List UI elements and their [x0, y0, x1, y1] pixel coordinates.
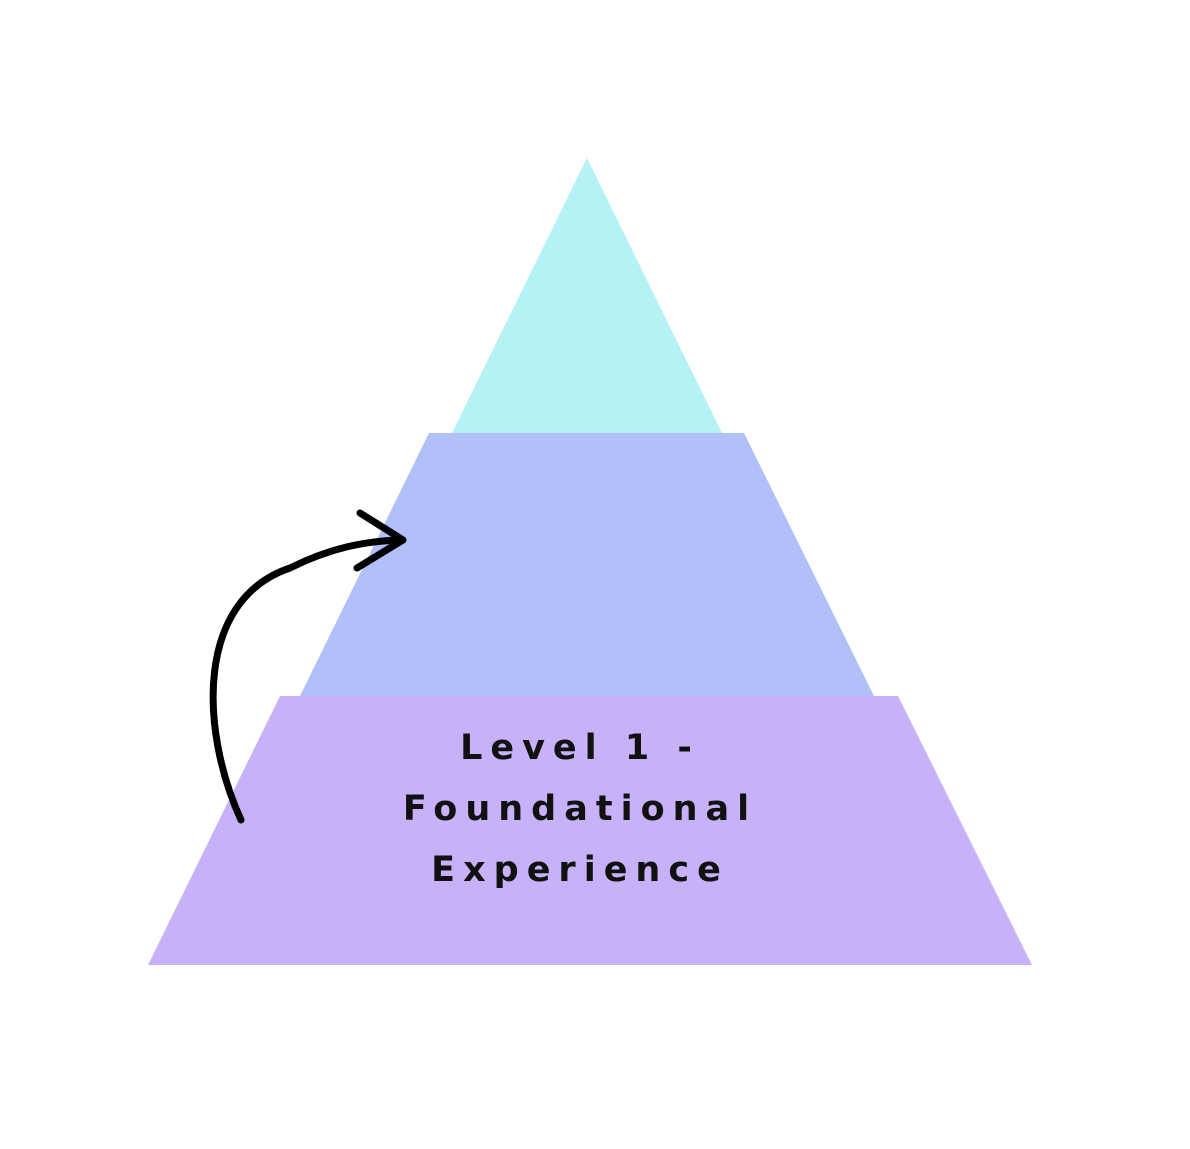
bottom-tier-label: Level 1 - Foundational Experience [330, 718, 830, 901]
label-line-1: Level 1 - [460, 728, 700, 768]
label-line-2: Foundational [402, 789, 758, 829]
curved-arrow-icon [209, 536, 404, 824]
label-line-3: Experience [431, 850, 729, 890]
pyramid-top-tier [452, 158, 722, 433]
pyramid-bottom-tier [148, 696, 1032, 965]
arrow-head-icon [353, 509, 407, 572]
pyramid-middle-tier [300, 433, 874, 696]
